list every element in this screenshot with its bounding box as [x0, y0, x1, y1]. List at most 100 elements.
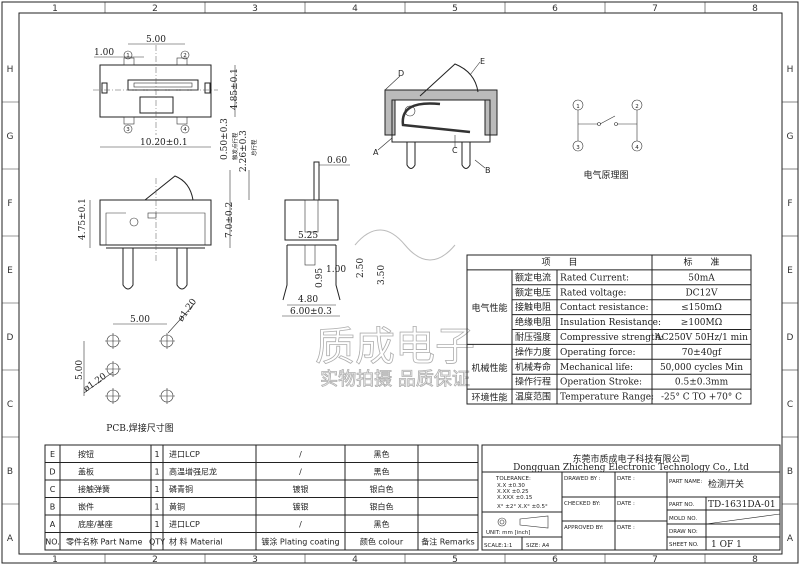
date-label: DATE : [617, 501, 635, 507]
dim-label: 3.50 [377, 265, 387, 285]
zone-column-label: 5 [452, 4, 458, 14]
dim-label: 5.25 [298, 231, 318, 241]
zone-column-label: 5 [452, 555, 458, 565]
zone-column-label: 7 [652, 4, 658, 14]
tolerance-value: X.XX ±0.25 [497, 489, 529, 495]
part-no-value: TD-1631DA-01 [708, 500, 776, 510]
callout-label: D [398, 69, 404, 78]
bom-cell-material: 黄铜 [169, 502, 185, 512]
bom-cell-no: NO. [45, 538, 60, 547]
zone-row-label: G [7, 132, 14, 142]
dim-note: 总行程 [250, 139, 258, 156]
front-view: 4.75±0.1 7.0±0.2 0.50±0.3 触发点行程 2.26±0.3… [78, 118, 258, 290]
dim-label: 0.60 [327, 156, 347, 166]
spec-name-en: Rated Current: [560, 273, 629, 283]
spec-name-en: Mechanical life: [560, 363, 633, 373]
spec-name-en: Operation Stroke: [560, 378, 642, 388]
bom-cell-qty: QTY [149, 538, 165, 547]
zone-row-label: E [7, 266, 13, 276]
zone-row-label: H [787, 65, 794, 75]
company-name-cn: 东莞市质成电子科技有限公司 [572, 453, 689, 465]
zone-row-label: B [787, 467, 793, 477]
bom-cell-material: 高温增强尼龙 [169, 467, 217, 477]
bom-cell-no: E [50, 450, 55, 459]
bom-cell-material: 进口LCP [169, 450, 200, 459]
zone-column-label: 6 [552, 4, 558, 14]
schematic-caption: 电气原理图 [583, 169, 628, 181]
bom-cell-no: A [50, 520, 56, 529]
zone-column-label: 1 [52, 4, 58, 14]
spec-value: DC12V [685, 288, 718, 298]
bom-cell-no: C [50, 485, 56, 494]
dim-label: 1.00 [326, 265, 346, 275]
zone-row-label: D [787, 333, 794, 343]
checked-by-label: CHECKED BY: [564, 501, 600, 507]
callout-label: C [452, 146, 458, 155]
drawn-by-label: DRAWED BY : [564, 476, 601, 482]
approved-by-label: APPROVED BY: [564, 525, 604, 531]
spec-value: ≥100MΩ [681, 318, 722, 328]
spec-category: 电气性能 [471, 302, 507, 314]
tolerance-value: X° ±2° X.X° ±0.5° [497, 504, 548, 510]
part-no-label: PART NO. [669, 502, 694, 508]
spec-value: 0.5±0.3mm [675, 378, 729, 388]
pin-label: 1 [126, 53, 130, 59]
pin-label: 3 [126, 127, 130, 133]
spec-name-cn: 温度范围 [515, 391, 551, 403]
zone-column-label: 8 [752, 555, 758, 565]
tolerance-value: X.X ±0.30 [497, 483, 525, 489]
zone-row-label: F [787, 199, 792, 209]
bom-cell-colour: 颜色 colour [360, 537, 404, 547]
bom-cell-name: 嵌件 [78, 502, 94, 512]
dim-label: 0.95 [315, 268, 325, 288]
bom-cell-colour: 黑色 [374, 519, 390, 529]
zone-row-label: C [7, 400, 13, 410]
spec-value: 50,000 cycles Min [660, 363, 743, 373]
bom-cell-qty: 1 [154, 468, 159, 477]
zone-row-label: D [7, 333, 14, 343]
spec-name-cn: 额定电流 [515, 271, 551, 283]
bom-cell-material: 进口LCP [169, 520, 200, 529]
zone-row-label: H [7, 65, 14, 75]
size-label: SIZE: A4 [526, 543, 550, 549]
bom-cell-name: 底座/基座 [78, 519, 113, 529]
spec-name-en: Contact resistance: [560, 303, 649, 313]
electrical-schematic: 1 2 3 4 电气原理图 [572, 99, 643, 181]
pin-label: 4 [183, 127, 187, 133]
zone-column-label: 2 [152, 4, 158, 14]
zone-row-label: A [7, 534, 14, 544]
zone-column-label: 6 [552, 555, 558, 565]
bom-cell-no: D [49, 468, 55, 477]
dim-label: 5.00 [146, 35, 166, 45]
part-name-value: 检测开关 [708, 478, 744, 490]
bom-cell-plating: / [299, 468, 302, 477]
bom-cell-material: 磷青铜 [169, 484, 193, 494]
dim-label: ø1.20 [176, 297, 199, 324]
dim-note: 触发点行程 [231, 132, 239, 160]
top-view: 1 2 3 4 5.00 1.00 4.85±0.1 10.20±0.1 [93, 35, 240, 148]
spec-value: 70±40gf [682, 348, 722, 358]
dim-label: 2.26±0.3 [239, 130, 249, 172]
bom-cell-name: 盖板 [78, 467, 94, 477]
dim-label: 1.00 [94, 48, 114, 58]
spec-name-cn: 额定电压 [515, 286, 551, 298]
zone-row-label: F [7, 199, 12, 209]
pin-label: 4 [635, 145, 639, 151]
bom-cell-plating: 镀涂 Plating coating [261, 537, 339, 547]
dim-label: 4.85±0.1 [230, 68, 240, 110]
date-label: DATE : [617, 476, 635, 482]
callout-label: B [485, 166, 491, 175]
spec-name-en: Compressive strength: [560, 333, 663, 343]
